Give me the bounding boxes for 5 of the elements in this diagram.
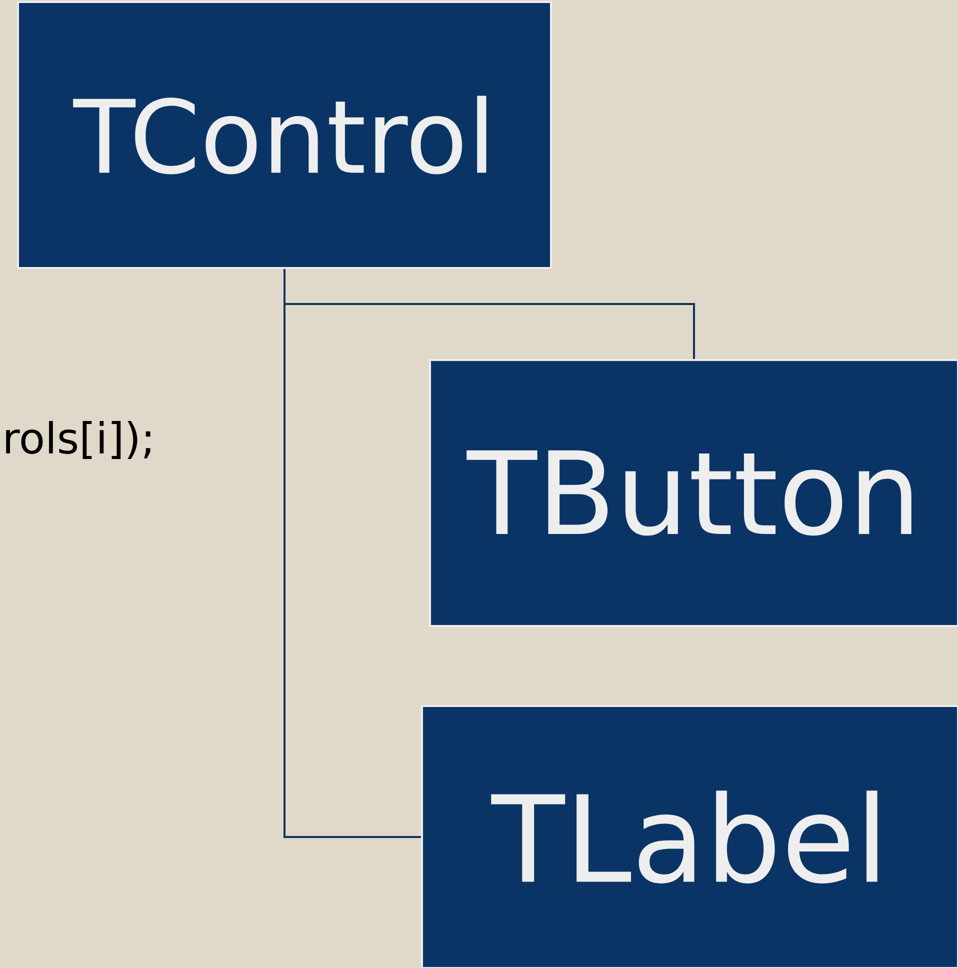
class-box: TLabel <box>421 705 958 968</box>
class-box: TButton <box>429 359 958 627</box>
class-box: TControl <box>17 1 552 269</box>
connector-line <box>284 269 421 838</box>
code-text: rols[i]); <box>6 421 150 460</box>
